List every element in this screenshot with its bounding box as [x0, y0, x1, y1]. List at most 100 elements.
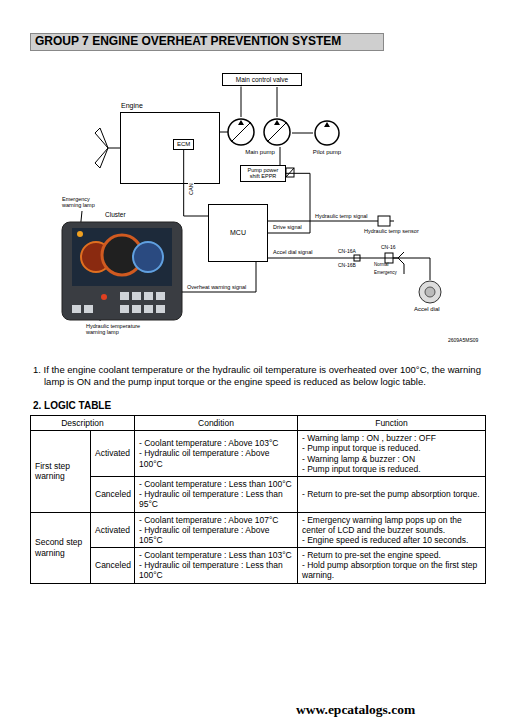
table-cell: - Emergency warning lamp pops up on the … [298, 512, 486, 548]
sensor-tip [390, 221, 394, 222]
valve-box: Main control valve [222, 73, 302, 86]
signal-line [268, 221, 378, 222]
node-label: MCU [230, 229, 246, 237]
pump-circle [315, 121, 339, 145]
table-text: - Emergency warning lamp pops up on the … [302, 515, 481, 535]
table-cell: Condition [135, 416, 298, 431]
pump-symbol: Pilot pump [313, 119, 341, 147]
variable-arrow [231, 122, 251, 142]
table-cell: Canceled [91, 548, 135, 584]
pump-circle [264, 119, 290, 145]
part-label: Normal [374, 262, 389, 267]
table-cell: - Coolant temperature : Above 107°C- Hyd… [135, 512, 298, 548]
monitor-housing [62, 222, 182, 320]
button [72, 305, 81, 313]
table-text: - Pump input torque is reduced. [302, 464, 481, 474]
mcu-box: MCU [208, 204, 268, 262]
sensor-body [378, 216, 390, 226]
node-label: Main pump [228, 149, 292, 156]
table-cell: First step warning [31, 431, 91, 512]
table-row: Canceled - Coolant temperature : Less tha… [31, 548, 486, 584]
cluster-monitor: Cluster [60, 222, 182, 320]
button [156, 292, 165, 300]
eppr-box: Pump power shift EPPR [240, 165, 286, 182]
table-text: Activated [95, 525, 130, 535]
cluster-illustration [62, 222, 182, 320]
table-row: Second step warningActivated- Coolant te… [31, 512, 486, 548]
symbol [378, 216, 390, 226]
button [156, 305, 165, 313]
table-text: Activated [95, 448, 130, 458]
section-heading: 2. LOGIC TABLE [33, 400, 111, 412]
table-text: Description [35, 418, 130, 428]
button [120, 305, 129, 313]
signal-label: CAN [188, 182, 194, 196]
accel-dial: Accel dial [416, 280, 444, 304]
node-label: Hydraulic temp sensor [364, 228, 419, 234]
table-row: Description Condition Function [31, 416, 486, 431]
title-text: GROUP 7 ENGINE OVERHEAT PREVENTION SYSTE… [35, 35, 379, 49]
signal-line [182, 262, 256, 292]
gauge [133, 242, 163, 272]
table-text: - Hold pump absorption torque on the fir… [302, 560, 481, 580]
table-cell: Description [31, 416, 135, 431]
signal-line [241, 86, 242, 117]
button [144, 305, 153, 313]
note-text: 1. If the engine coolant temperature or … [33, 364, 496, 389]
table-text: - Coolant temperature : Above 103°C [139, 438, 293, 448]
table-cell: Function [298, 416, 486, 431]
table-row: Canceled - Coolant temperature : Less tha… [31, 476, 486, 512]
table-text: - Coolant temperature : Above 107°C [139, 515, 293, 525]
logic-table: Description Condition FunctionFirst step w… [30, 415, 486, 584]
table-text: Canceled [95, 560, 130, 570]
dial-center [425, 287, 435, 297]
solenoid-symbol [286, 168, 294, 177]
part-label: Emergency warning lamp [62, 196, 108, 209]
table-cell: - Coolant temperature : Above 103°C- Hyd… [135, 431, 298, 477]
engine-box: EngineECM [120, 112, 220, 184]
pump-triangle [238, 120, 244, 125]
pump-triangle [324, 122, 330, 127]
part-label: CN-16 [381, 245, 395, 251]
table-cell: - Return to pre-set the pump absorption … [298, 476, 486, 512]
table-text: - Return to pre-set the engine speed. [302, 550, 481, 560]
node-label: Engine [121, 102, 143, 110]
table-text: - Engine speed is reduced after 10 secon… [302, 535, 481, 545]
symbol [228, 117, 292, 147]
pump-symbol: Main pump [228, 117, 292, 147]
table-text: - Pump input torque is reduced. [302, 443, 481, 453]
title-band: GROUP 7 ENGINE OVERHEAT PREVENTION SYSTE… [30, 33, 384, 51]
table-text: Function [302, 418, 481, 428]
table-cell: - Warning lamp : ON , buzzer : OFF- Pump… [298, 431, 486, 477]
signal-label: Drive signal [272, 224, 303, 230]
signal-line [220, 132, 228, 133]
table-text: First step warning [35, 461, 86, 481]
signal-line [280, 147, 281, 165]
button [132, 305, 141, 313]
button [84, 305, 93, 313]
part-label: CN-16A [338, 249, 356, 255]
signal-label: Overheat warning signal [186, 284, 247, 290]
table-column [91, 416, 135, 584]
table-cell: Canceled [91, 476, 135, 512]
table-cell: - Coolant temperature : Less than 100°C-… [135, 476, 298, 512]
part-label: 2609A5MS09 [448, 338, 478, 344]
table-text: - Hydraulic oil temperature : Less than … [139, 560, 293, 580]
warning-lamp [101, 294, 107, 300]
signal-label: Accel dial signal [272, 249, 313, 255]
table-column [31, 416, 91, 584]
table-text: - Hydraulic oil temperature : Above 105°… [139, 525, 293, 545]
signal-line [268, 173, 310, 233]
table-cell: - Coolant temperature : Less than 103°C-… [135, 548, 298, 584]
table-text: Condition [139, 418, 293, 428]
table-text: Canceled [95, 489, 130, 499]
variable-arrow [267, 122, 287, 142]
table-row: First step warningActivated- Coolant tem… [31, 431, 486, 477]
node-label: Pump power shift EPPR [243, 167, 283, 180]
monitor-screen [72, 228, 172, 286]
table-text: - Coolant temperature : Less than 100°C [139, 479, 293, 489]
node-label: ECM [177, 141, 190, 148]
signal-line [292, 133, 313, 134]
table-cell: Activated [91, 431, 135, 477]
